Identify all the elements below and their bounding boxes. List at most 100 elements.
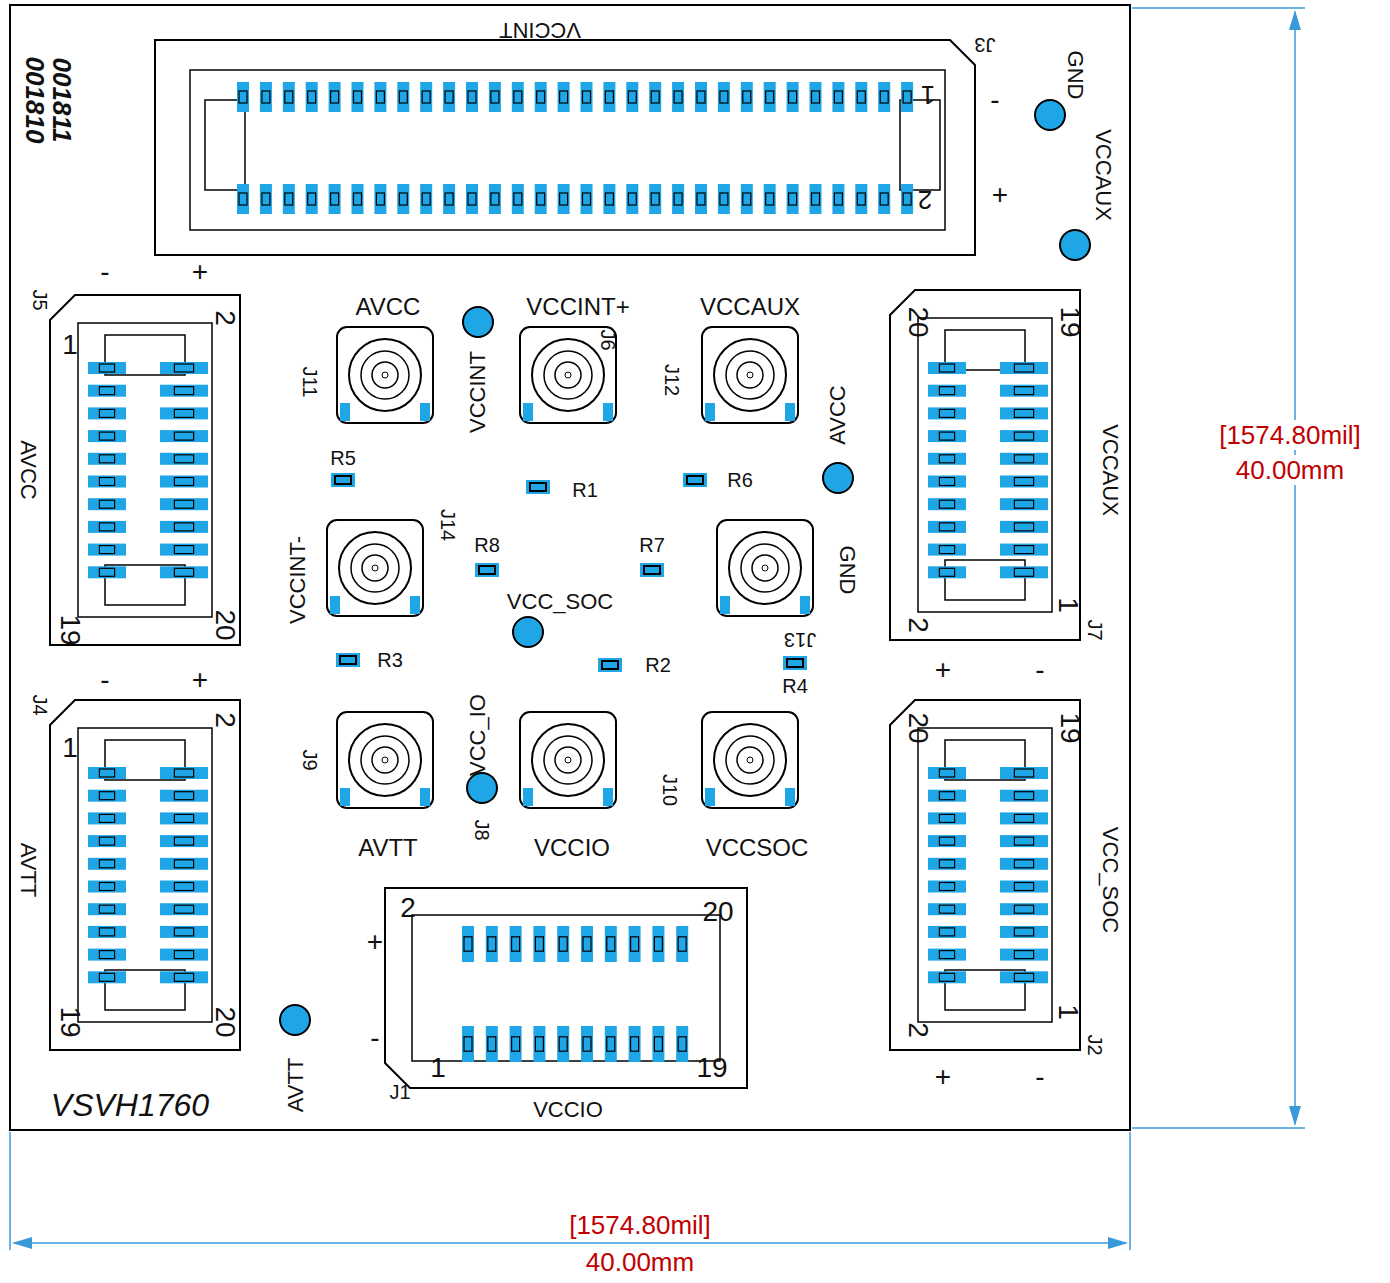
solder-pad bbox=[466, 184, 478, 214]
solder-pad bbox=[1000, 790, 1048, 802]
pin-lead bbox=[939, 951, 954, 959]
pin-lead bbox=[1014, 546, 1033, 554]
pin-lead bbox=[939, 860, 954, 868]
pin-lead bbox=[560, 193, 568, 205]
solder-pad bbox=[629, 926, 641, 962]
sma-pin bbox=[762, 565, 768, 571]
pin-lead bbox=[537, 91, 545, 103]
pin-lead bbox=[720, 91, 728, 103]
pin-lead bbox=[464, 1037, 472, 1051]
pin-lead bbox=[789, 193, 797, 205]
solder-pad bbox=[928, 949, 966, 961]
test-point bbox=[1060, 230, 1090, 260]
pin-lead bbox=[654, 1037, 662, 1051]
solder-pad bbox=[764, 184, 776, 214]
silkscreen-label: AVCC bbox=[17, 440, 39, 500]
solder-pad bbox=[1000, 926, 1048, 938]
pin-lead bbox=[583, 193, 591, 205]
solder-pad bbox=[928, 881, 966, 893]
pin-lead bbox=[939, 792, 954, 800]
sma-ring bbox=[752, 555, 778, 581]
solder-pad bbox=[88, 407, 126, 419]
pin-lead bbox=[939, 523, 954, 531]
solder-pad bbox=[928, 971, 966, 983]
silkscreen-label: 19 bbox=[1056, 712, 1084, 743]
solder-pad bbox=[88, 385, 126, 397]
silkscreen-label: J10 bbox=[660, 774, 680, 806]
silkscreen-label: 19 bbox=[56, 1006, 84, 1037]
silkscreen-label: GND bbox=[1064, 51, 1086, 100]
solder-pad bbox=[512, 184, 524, 214]
pin-lead bbox=[174, 883, 193, 891]
solder-pad bbox=[88, 362, 126, 374]
test-point bbox=[513, 617, 543, 647]
solder-pad bbox=[928, 903, 966, 915]
pin-lead bbox=[1014, 568, 1033, 576]
silkscreen-label: J2 bbox=[1085, 1034, 1105, 1055]
solder-pad bbox=[901, 82, 913, 112]
silkscreen-label: + bbox=[935, 656, 951, 684]
pin-lead bbox=[99, 905, 114, 913]
silkscreen-label: 2 bbox=[904, 1022, 932, 1038]
sma-ring bbox=[372, 747, 398, 773]
pin-lead bbox=[880, 193, 888, 205]
solder-pad bbox=[855, 82, 867, 112]
solder-pad bbox=[672, 184, 684, 214]
solder-pad bbox=[787, 82, 799, 112]
solder-pad bbox=[88, 949, 126, 961]
silkscreen-label: + bbox=[992, 181, 1008, 209]
resistor-symbol bbox=[331, 473, 355, 487]
pin-lead bbox=[99, 568, 114, 576]
silkscreen-label: 20 bbox=[904, 306, 932, 337]
solder-pad bbox=[160, 521, 208, 533]
solder-pad bbox=[160, 407, 208, 419]
solder-pad bbox=[629, 1026, 641, 1062]
solder-pad bbox=[672, 82, 684, 112]
solder-pad bbox=[533, 1026, 545, 1062]
silkscreen-label: 1 bbox=[1054, 597, 1082, 613]
silkscreen-label: 001811 bbox=[49, 58, 75, 143]
pin-lead bbox=[678, 1037, 686, 1051]
pin-lead bbox=[583, 937, 591, 951]
solder-pad bbox=[88, 430, 126, 442]
resistor-symbol bbox=[783, 656, 807, 670]
silkscreen-label: VCCIO bbox=[533, 1099, 603, 1121]
solder-pad bbox=[695, 184, 707, 214]
sma-pin bbox=[382, 372, 388, 378]
solder-pad bbox=[160, 903, 208, 915]
dimension-text: 40.00mm bbox=[1232, 455, 1348, 485]
solder-pad bbox=[283, 82, 295, 112]
solder-pad bbox=[533, 926, 545, 962]
silkscreen-label: VCCIO bbox=[534, 836, 610, 860]
pin-lead bbox=[488, 1037, 496, 1051]
connector-body bbox=[78, 728, 212, 1022]
sma-footprint bbox=[520, 712, 616, 808]
pin-lead bbox=[583, 91, 591, 103]
silkscreen-label: 20 bbox=[702, 898, 733, 926]
solder-pad bbox=[160, 835, 208, 847]
solder-pad bbox=[88, 498, 126, 510]
silkscreen-label: 1 bbox=[921, 82, 935, 108]
silkscreen-label: + bbox=[935, 1063, 951, 1091]
sma-ring bbox=[555, 362, 581, 388]
silkscreen-label: R6 bbox=[727, 470, 753, 490]
sma-ring bbox=[544, 351, 592, 399]
pin-lead bbox=[99, 973, 114, 981]
sma-pad bbox=[420, 403, 430, 421]
pin-lead bbox=[99, 364, 114, 372]
pin-lead bbox=[99, 883, 114, 891]
silkscreen-label: + bbox=[192, 666, 208, 694]
solder-pad bbox=[928, 476, 966, 488]
arrowhead bbox=[1289, 1106, 1301, 1126]
solder-pad bbox=[718, 184, 730, 214]
silkscreen-label: VCCINT bbox=[499, 19, 581, 41]
connector-body bbox=[190, 70, 945, 230]
pin-lead bbox=[512, 937, 520, 951]
silkscreen-label: VCCINT- bbox=[287, 536, 309, 624]
solder-pad bbox=[535, 184, 547, 214]
test-point bbox=[467, 773, 497, 803]
sma-pad bbox=[705, 788, 715, 806]
pin-lead bbox=[607, 1037, 615, 1051]
resistor-symbol bbox=[530, 483, 546, 491]
silkscreen-label: 20 bbox=[211, 609, 239, 640]
